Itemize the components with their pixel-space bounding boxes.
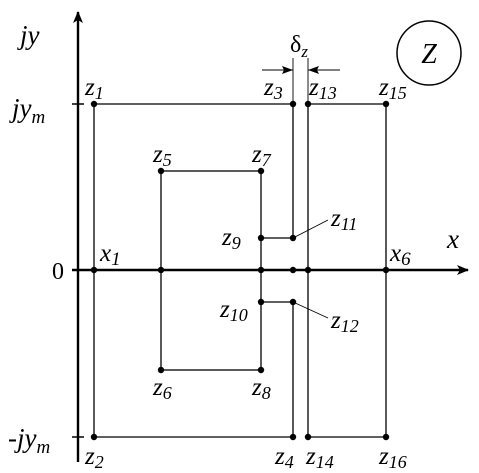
y-max-label: jym [9, 93, 45, 128]
label-z15: z15 [378, 74, 407, 103]
label-z14: z14 [305, 443, 334, 472]
x-axis-label: x [446, 224, 459, 254]
point-x-slit-left [289, 266, 297, 274]
origin-label: 0 [52, 259, 64, 285]
delta-label: δz [290, 32, 308, 61]
label-z4: z4 [274, 443, 294, 472]
point-x-inner-right [257, 266, 265, 274]
point-z7 [257, 167, 265, 175]
label-z9: z9 [221, 224, 241, 253]
label-z11: z11 [330, 205, 357, 234]
region-label: Z [421, 39, 437, 70]
label-z2: z2 [84, 443, 104, 472]
point-z14 [304, 433, 312, 441]
point-z16 [382, 433, 390, 441]
label-z6: z6 [152, 374, 172, 403]
point-z13 [304, 100, 312, 108]
label-x6: x6 [389, 240, 411, 270]
point-z2 [90, 433, 98, 441]
leader-z12 [292, 301, 329, 319]
point-z8 [257, 366, 265, 374]
label-z16: z16 [378, 443, 407, 472]
region-circle [396, 20, 462, 86]
point-z3 [289, 100, 297, 108]
y-min-label: -jym [8, 423, 50, 458]
point-z10 [257, 298, 265, 306]
point-z9 [257, 234, 265, 242]
point-z15 [382, 100, 390, 108]
point-x6 [382, 266, 390, 274]
label-z5: z5 [152, 141, 172, 170]
point-z6 [157, 366, 165, 374]
point-x-inner-left [157, 266, 165, 274]
label-z1: z1 [84, 74, 104, 103]
label-z7: z7 [251, 141, 272, 170]
label-z8: z8 [251, 374, 271, 403]
point-z5 [157, 167, 165, 175]
label-z3: z3 [263, 74, 283, 103]
point-x-slit-right [304, 266, 312, 274]
label-x1: x1 [99, 240, 121, 270]
label-z10: z10 [219, 296, 248, 325]
points [90, 100, 390, 441]
label-z12: z12 [330, 307, 359, 336]
point-z11 [289, 234, 297, 242]
delta-arrow-right [308, 66, 319, 74]
point-x1 [90, 266, 98, 274]
delta-arrow-left [282, 66, 293, 74]
y-axis-label: jy [17, 20, 40, 50]
label-z13: z13 [308, 74, 337, 103]
point-z12 [289, 298, 297, 306]
point-z1 [90, 100, 98, 108]
leader-z11 [292, 219, 329, 239]
point-z4 [289, 433, 297, 441]
